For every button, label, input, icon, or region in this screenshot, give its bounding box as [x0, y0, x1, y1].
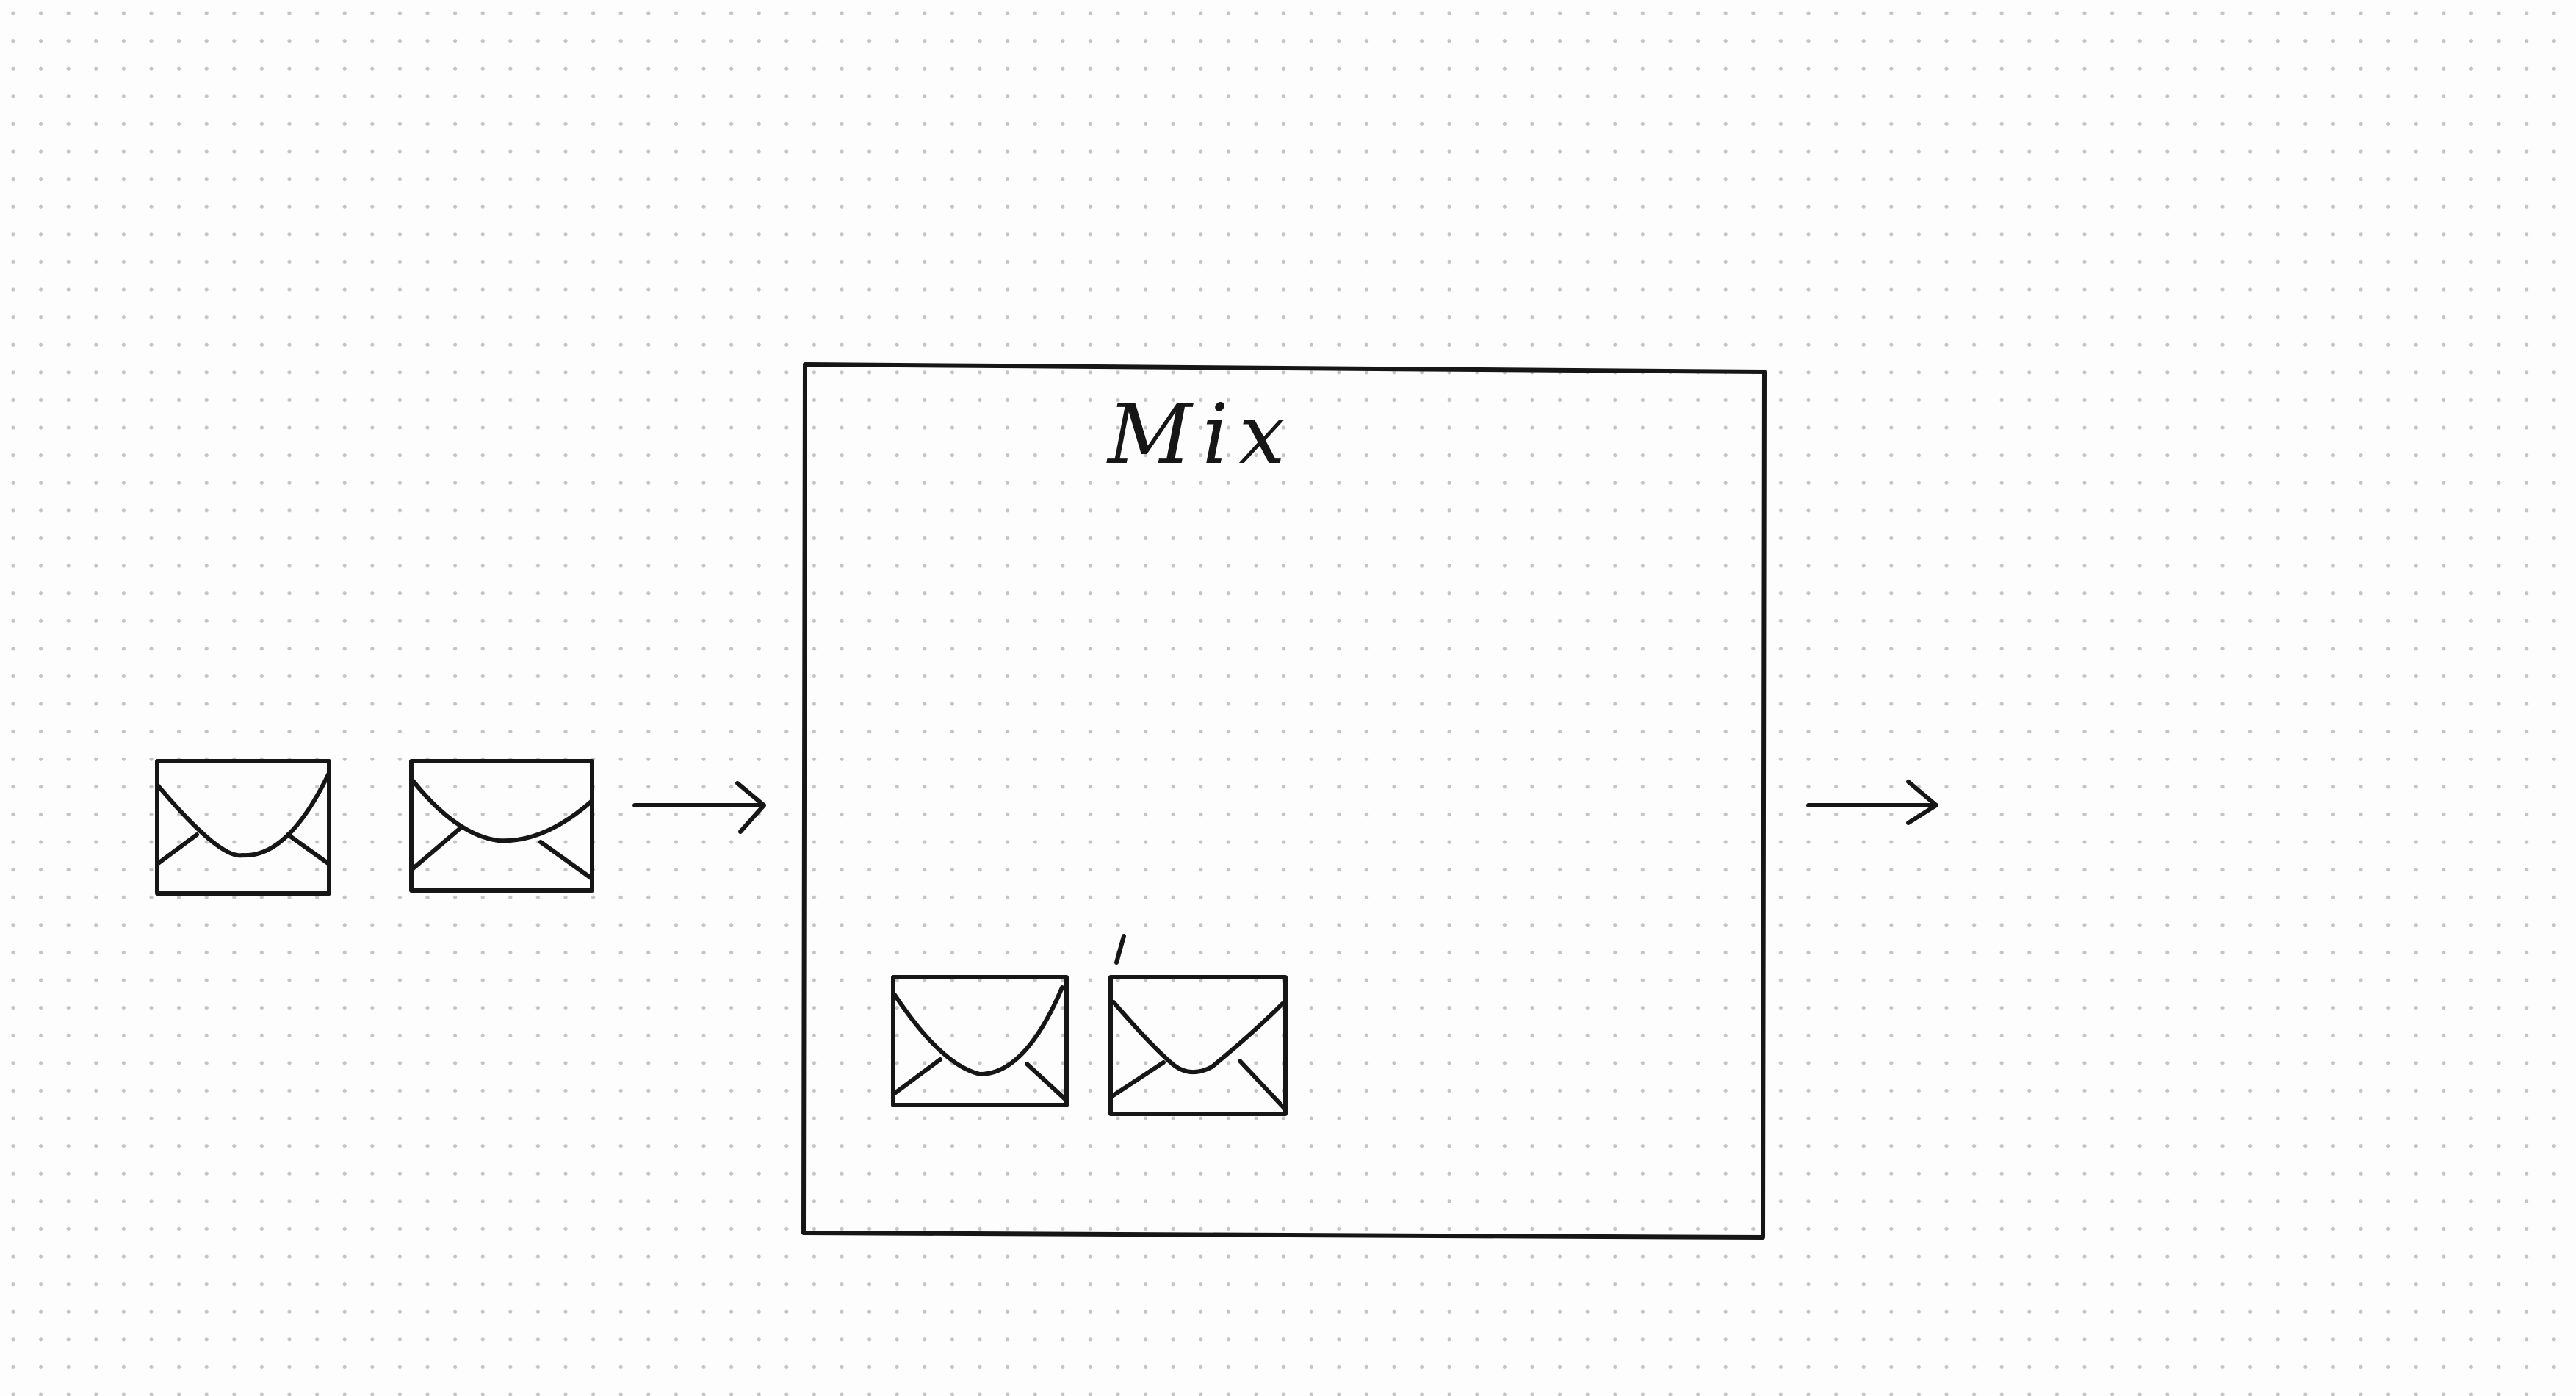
output-arrow-icon	[1806, 780, 1938, 825]
mix-box	[801, 362, 1767, 1240]
input-envelope-icon-1	[155, 759, 331, 896]
mix-label: Mix	[1106, 387, 1296, 483]
mixed-envelope-icon-1	[891, 975, 1069, 1107]
input-envelope-icon-2	[409, 759, 594, 893]
input-arrow-icon	[632, 781, 766, 834]
mixed-envelope-icon-2	[1108, 934, 1288, 1116]
